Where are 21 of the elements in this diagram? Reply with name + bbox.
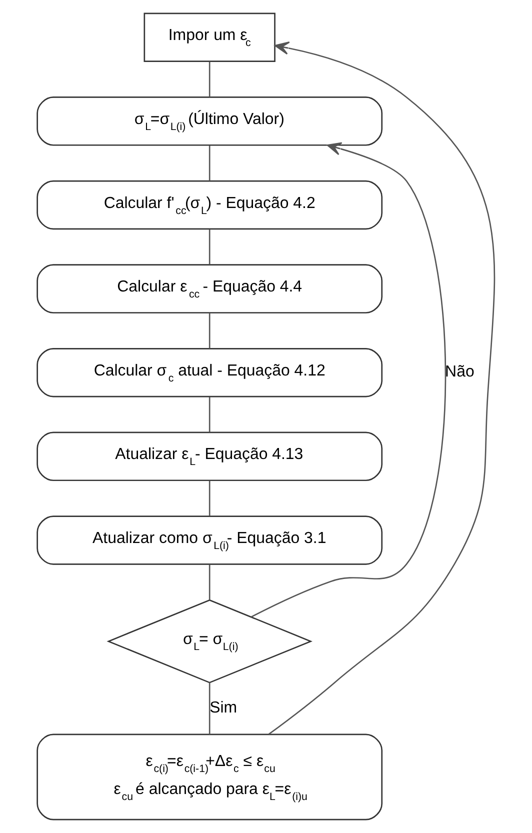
edge-label: Sim bbox=[210, 700, 238, 717]
arrow bbox=[268, 42, 496, 735]
connector bbox=[208, 229, 210, 265]
node-box: Atualizar como σ$_{L(i)}$- Equação 3.1 bbox=[36, 516, 383, 565]
node-box: ε$_{c(i)}$=ε$_{c(i-1)}$+Δε$_{c}$ ≤ ε$_{cu}$ ε$_{cu}$ é alcançado para ε$_{L}$=ε$_{(i)u}$ bbox=[36, 734, 383, 820]
connector bbox=[208, 146, 210, 181]
node-box: Calcular σ$_{c}$ atual - Equação 4.12 bbox=[36, 348, 383, 398]
node-box: Atualizar ε$_{L}$- Equação 4.13 bbox=[36, 432, 383, 482]
node-box: σ$_{L}$=σ$_{L(i)}$ (Último Valor) bbox=[36, 96, 383, 146]
node-box: Calcular f'$_{cc}$(σ$_{L}$) - Equação 4.2 bbox=[36, 180, 383, 230]
arrow bbox=[250, 142, 446, 618]
edge-label: Não bbox=[445, 364, 474, 381]
connector bbox=[208, 682, 210, 734]
connector bbox=[208, 564, 210, 600]
node-box: Impor um ε$_{c}$ bbox=[144, 12, 276, 62]
connector bbox=[208, 396, 210, 432]
connector bbox=[208, 62, 210, 98]
node-diamond: σ$_{L}$= σ$_{L(i)}$ bbox=[106, 599, 312, 684]
connector bbox=[208, 480, 210, 516]
connector bbox=[208, 313, 210, 348]
node-box: Calcular ε$_{cc}$ - Equação 4.4 bbox=[36, 264, 383, 314]
